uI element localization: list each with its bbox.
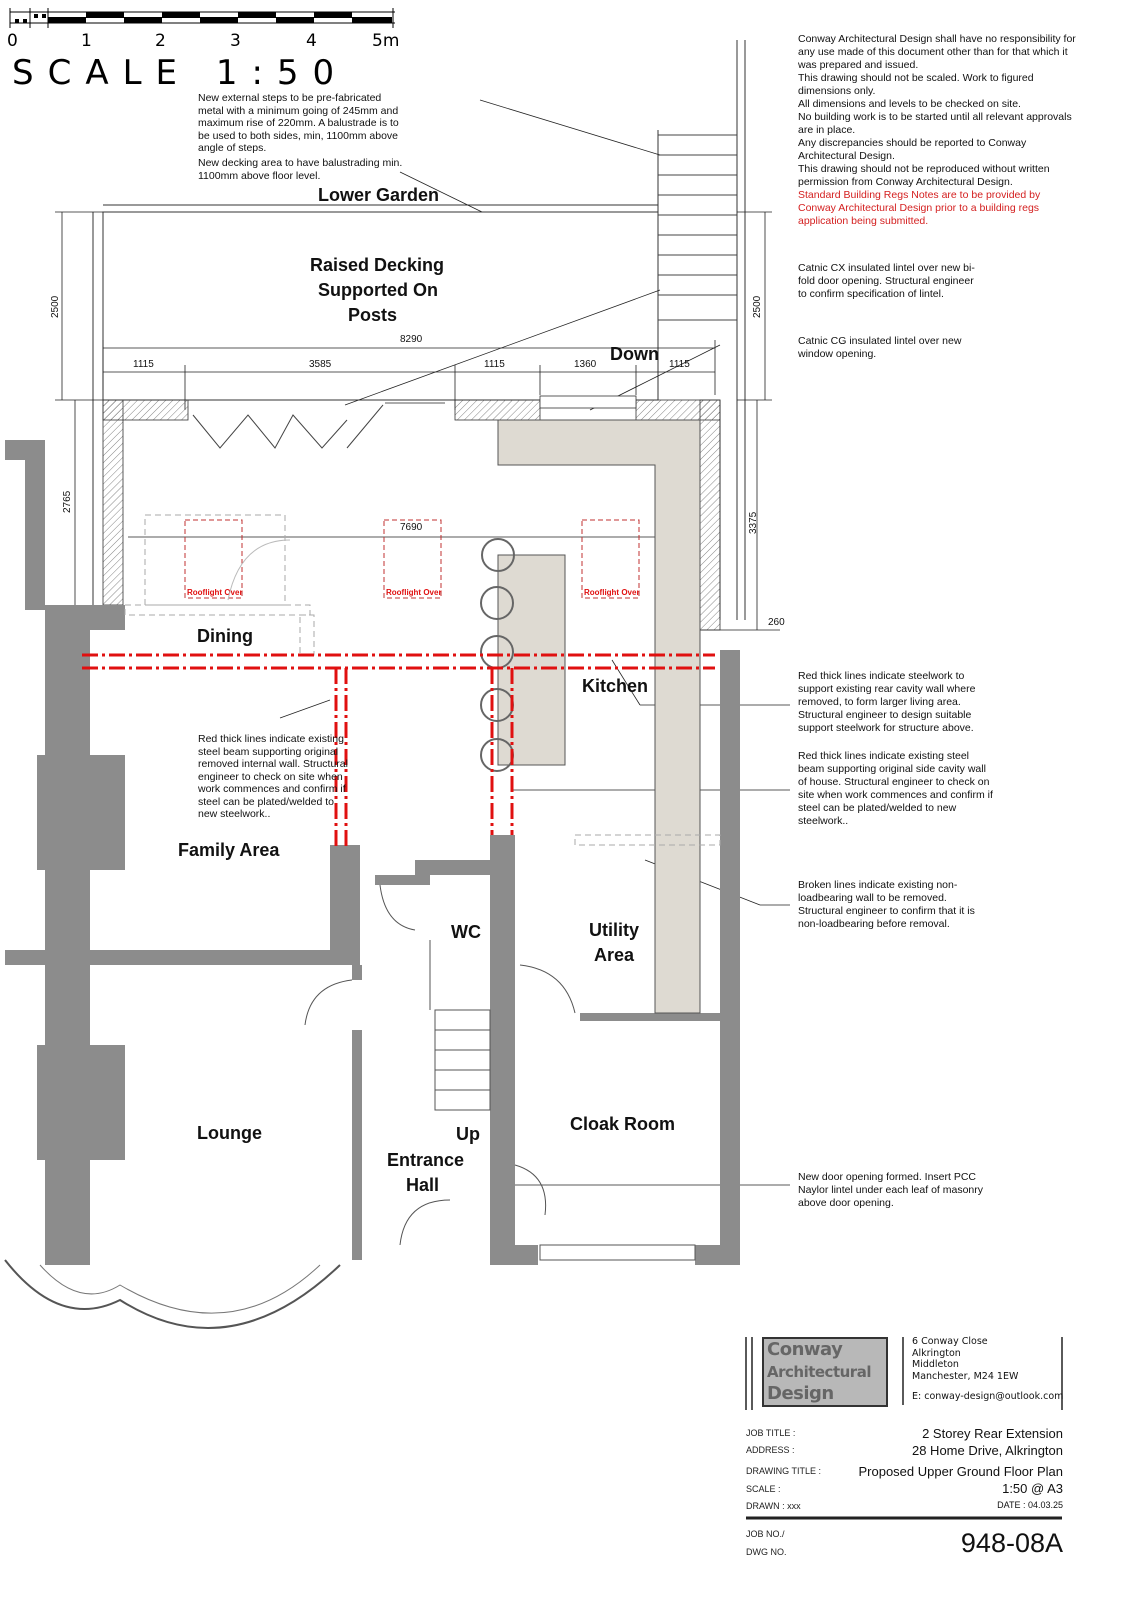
dim-label: 2500: [50, 295, 61, 318]
note-steel-internal: Red thick lines indicate existing steel …: [198, 733, 348, 820]
scale-tick: 4: [306, 31, 317, 51]
dim-label: 1115: [669, 359, 690, 370]
room-label-up: Up: [456, 1124, 480, 1144]
room-label-decking: Raised Decking: [310, 255, 444, 275]
dim-label: 7690: [400, 522, 423, 533]
disclaimer-line: Any discrepancies should be reported to …: [798, 137, 1027, 162]
note-lintel-cg: Catnic CG insulated lintel over new wind…: [798, 335, 962, 360]
bifold-door: [192, 404, 384, 449]
note-decking: New decking area to have balustrading mi…: [198, 157, 403, 182]
company-email: E: conway-design@outlook.com: [912, 1391, 1064, 1402]
address-line: Alkrington: [912, 1347, 961, 1359]
title-block-lines: [745, 1337, 1063, 1520]
scale-value: 1:50 @ A3: [1002, 1481, 1063, 1496]
logo-line: Architectural: [767, 1363, 871, 1381]
dim-label: 1115: [133, 359, 154, 370]
bay-window: [4, 1259, 341, 1329]
disclaimer-line: All dimensions and levels to be checked …: [798, 98, 1021, 110]
kitchen-island: [497, 554, 566, 766]
room-label-family-area: Family Area: [178, 840, 280, 860]
logo-line: Conway: [767, 1339, 843, 1360]
dim-label: 2765: [62, 490, 73, 513]
company-logo: Conway Architectural Design: [762, 1337, 888, 1407]
disclaimer-line: This drawing should not be reproduced wi…: [798, 163, 1050, 188]
room-label-dining: Dining: [197, 626, 253, 646]
job-title: 2 Storey Rear Extension: [922, 1426, 1063, 1441]
dwg-no-label: DWG NO.: [746, 1547, 787, 1557]
note-steel-side: Red thick lines indicate existing steel …: [798, 750, 993, 827]
dim-label: 1115: [484, 359, 505, 370]
note-steel-rear: Red thick lines indicate steelwork to su…: [798, 670, 976, 734]
scale-label: SCALE :: [746, 1484, 781, 1494]
room-label-kitchen: Kitchen: [582, 676, 648, 696]
dim-label: 3375: [748, 511, 759, 534]
company-address: 6 Conway Close Alkrington Middleton Manc…: [912, 1336, 1063, 1403]
drawn-by: DRAWN : xxx: [746, 1501, 801, 1511]
scale-tick: 5m: [372, 31, 399, 51]
note-door-opening: New door opening formed. Insert PCC Nayl…: [798, 1171, 984, 1209]
note-broken-lines: Broken lines indicate existing non-loadb…: [798, 879, 975, 930]
room-labels: Lower Garden Raised Decking Supported On…: [178, 185, 675, 1195]
disclaimer-line: Conway Architectural Design shall have n…: [798, 33, 1076, 71]
address-label: ADDRESS :: [746, 1445, 795, 1455]
drawing-number: 948-08A: [960, 1528, 1063, 1558]
room-label-utility: Utility: [589, 920, 639, 940]
extension-walls: [102, 395, 721, 631]
existing-walls: [5, 440, 740, 1265]
address-line: 6 Conway Close: [912, 1336, 988, 1347]
steel-beams: [82, 653, 715, 850]
scale-tick: 0: [7, 31, 18, 51]
external-steps: [658, 134, 737, 321]
dim-label: 8290: [400, 334, 423, 345]
job-no-label: JOB NO./: [746, 1529, 785, 1539]
room-label-lounge: Lounge: [197, 1123, 262, 1143]
address-line: Middleton: [912, 1359, 959, 1370]
room-label-down: Down: [610, 344, 659, 364]
drawing-date: DATE : 04.03.25: [997, 1500, 1063, 1510]
disclaimer-red: Standard Building Regs Notes are to be p…: [798, 189, 1041, 227]
doors: [227, 539, 576, 1246]
room-label-cloak-room: Cloak Room: [570, 1114, 675, 1134]
scale-bar: 0 1 2 3 4 5m SCALE 1:50: [7, 8, 399, 93]
scale-tick: 2: [155, 31, 166, 51]
staircase: [434, 1009, 491, 1111]
drawing-title: Proposed Upper Ground Floor Plan: [858, 1464, 1063, 1479]
note-external-steps: New external steps to be pre-fabricated …: [198, 92, 399, 154]
address-value: 28 Home Drive, Alkrington: [911, 1443, 1063, 1458]
scale-tick: 3: [230, 31, 241, 51]
rooflight-label: Rooflight Over: [386, 588, 442, 597]
dim-label: 3585: [309, 359, 332, 370]
dim-label: 260: [768, 617, 785, 628]
logo-line: Design: [767, 1383, 834, 1404]
disclaimer-line: No building work is to be started until …: [798, 111, 1072, 136]
scale-title: SCALE 1:50: [12, 53, 348, 93]
front-window: [539, 1244, 696, 1261]
scale-tick: 1: [81, 31, 92, 51]
drawing-title-label: DRAWING TITLE :: [746, 1466, 822, 1476]
room-label-utility: Area: [594, 945, 635, 965]
room-label-hall: Entrance: [387, 1150, 464, 1170]
rooflight-label: Rooflight Over: [187, 588, 243, 597]
address-line: Manchester, M24 1EW: [912, 1370, 1019, 1382]
room-label-decking: Supported On: [318, 280, 438, 300]
dim-label: 2500: [752, 295, 763, 318]
room-label-wc: WC: [451, 922, 481, 942]
dim-label: 1360: [574, 359, 597, 370]
disclaimer: Conway Architectural Design shall have n…: [798, 33, 1078, 228]
rooflights: [184, 519, 640, 599]
decking-area: [92, 40, 746, 620]
disclaimer-line: This drawing should not be scaled. Work …: [798, 72, 1034, 97]
bay-window-inner: [39, 1264, 321, 1314]
rooflight-label: Rooflight Over: [584, 588, 640, 597]
room-label-decking: Posts: [348, 305, 397, 325]
job-title-label: JOB TITLE :: [746, 1428, 796, 1438]
note-lintel-cx: Catnic CX insulated lintel over new bi-f…: [798, 262, 975, 300]
room-label-hall: Hall: [406, 1175, 439, 1195]
room-label-lower-garden: Lower Garden: [318, 185, 439, 205]
kitchen-counter: [497, 419, 701, 1014]
